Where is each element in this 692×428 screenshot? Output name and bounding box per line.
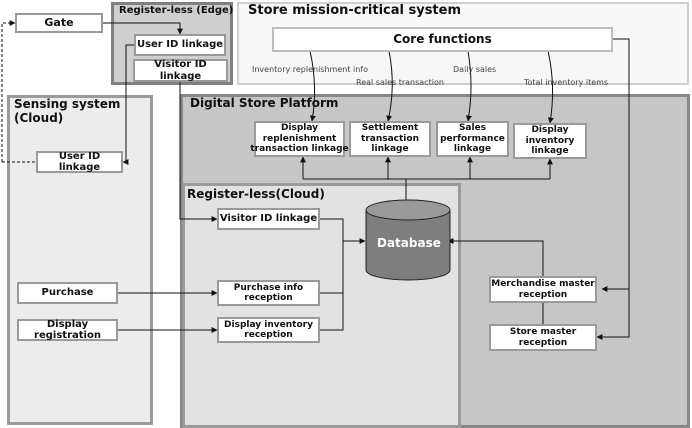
core-functions-node: Core functions (272, 27, 613, 52)
core-to-display-replenishment-arrow (309, 50, 316, 122)
settlement-transaction-linkage-node: Settlement transaction linkage (349, 121, 431, 157)
display-reception-to-database-arrow (320, 293, 344, 331)
digital-store-platform-title: Digital Store Platform (190, 96, 339, 110)
gate-to-edge-user-id-arrow (102, 22, 183, 35)
edge-label-total-inventory-items: Total inventory items (524, 78, 609, 87)
edge-user-id-to-sensing-arrow (122, 44, 134, 165)
database-label: Database (377, 236, 441, 250)
core-to-settlement-arrow (386, 50, 393, 122)
edge-label-real-sales-transaction: Real sales transaction (356, 78, 444, 87)
edge-label-daily-sales: Daily sales (453, 65, 497, 74)
purchase-reception-to-database-arrow (320, 241, 344, 294)
edge-user-id-linkage-node: User ID linkage (134, 34, 226, 56)
gate-dashed-link (1, 20, 16, 162)
merchandise-master-reception-node: Merchandise master reception (489, 276, 597, 303)
display-inventory-reception-node: Display inventory reception (217, 317, 320, 343)
store-mission-critical-title: Store mission-critical system (248, 3, 462, 18)
display-registration-node: Display registration (17, 319, 118, 341)
sensing-user-id-linkage-node: User ID linkage (36, 151, 123, 173)
core-to-merchandise-master-arrow (601, 38, 630, 292)
edge-visitor-id-linkage-node: Visitor ID linkage (133, 59, 228, 82)
store-master-reception-node: Store master reception (489, 324, 597, 351)
sensing-system-title: Sensing system (Cloud) (14, 97, 121, 125)
register-less-edge-title: Register-less (Edge) (119, 5, 234, 16)
cloud-visitor-id-linkage-node: Visitor ID linkage (217, 208, 320, 230)
display-inventory-linkage-node: Display inventory linkage (513, 123, 587, 159)
register-less-cloud-title: Register-less(Cloud) (187, 187, 325, 201)
display-replenishment-linkage-node: Display replenishment transaction linkag… (250, 121, 349, 157)
core-to-sales-performance-arrow (465, 50, 472, 122)
visitor-id-to-database-arrow (320, 218, 366, 244)
edge-label-inventory-replenishment: Inventory replenishment info (252, 65, 369, 74)
edge-visitor-to-cloud-visitor-arrow (179, 82, 218, 222)
core-to-display-inventory-arrow (547, 50, 554, 124)
sales-performance-linkage-node: Sales performance linkage (436, 121, 509, 157)
core-to-store-master-arrow (596, 289, 630, 340)
purchase-node: Purchase (17, 282, 118, 304)
purchase-info-reception-node: Purchase info reception (217, 280, 320, 306)
gate-node: Gate (15, 13, 103, 33)
database-fanout-bus (303, 178, 550, 203)
database-cylinder-icon (365, 199, 451, 281)
sensing-system-region (7, 95, 153, 425)
merchandise-master-to-database-arrow (447, 238, 544, 276)
